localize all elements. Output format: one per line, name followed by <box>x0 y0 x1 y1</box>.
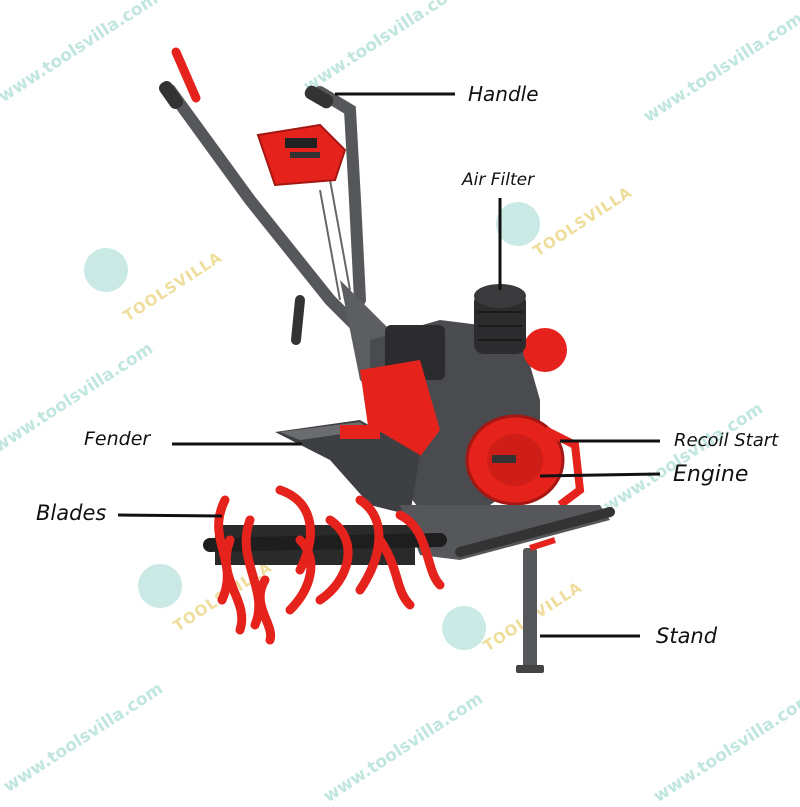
fender <box>275 420 420 515</box>
tiller-blades <box>203 485 447 645</box>
control-box <box>256 123 347 187</box>
watermark-pin-icon <box>84 202 541 690</box>
label-recoil-start: Recoil Start <box>674 430 779 451</box>
leader-lines <box>117 92 661 638</box>
engine-leader <box>539 472 661 478</box>
label-handle: Handle <box>468 82 539 106</box>
air-filter <box>474 284 526 354</box>
label-stand: Stand <box>656 624 718 648</box>
label-air-filter: Air Filter <box>462 170 535 190</box>
label-blades: Blades <box>36 501 107 525</box>
label-fender: Fender <box>84 428 151 450</box>
handle-bars <box>159 47 366 345</box>
stand <box>516 537 556 673</box>
blades-leader <box>117 513 223 518</box>
label-engine: Engine <box>673 462 749 487</box>
